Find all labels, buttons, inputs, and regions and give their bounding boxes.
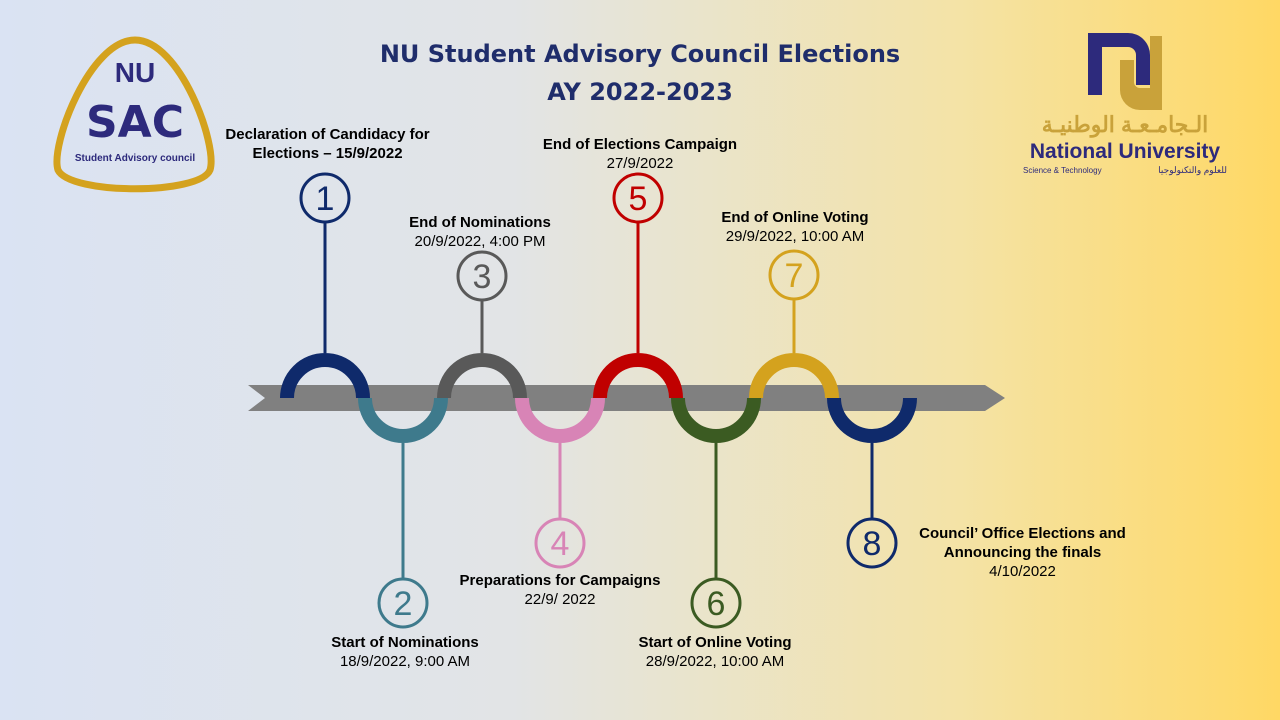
milestone-3-arc — [437, 353, 527, 399]
milestone-3-date: 20/9/2022, 4:00 PM — [414, 233, 546, 250]
nu-name: National University — [1029, 140, 1221, 163]
sac-logo-mark: NU — [114, 57, 156, 88]
sac-logo-subtitle: Student Advisory council — [74, 153, 196, 164]
milestone-8-title: Council’ Office Elections and Announcing… — [919, 525, 1126, 561]
milestone-8-date: 4/10/2022 — [989, 563, 1056, 580]
nu-arabic-name: الـجامـعـة الوطنيـة — [1041, 112, 1209, 137]
milestone-2-number: 2 — [394, 585, 413, 623]
nu-sub-en: Science & Technology — [1023, 166, 1102, 175]
milestone-3-title: End of Nominations — [409, 214, 551, 231]
national-university-logo: الـجامـعـة الوطنيـة National University … — [1015, 30, 1235, 180]
milestone-1-arc — [280, 353, 370, 399]
milestone-4-number: 4 — [551, 525, 570, 563]
milestone-6-title: Start of Online Voting — [638, 634, 792, 651]
milestone-4-circle — [534, 517, 586, 569]
milestone-5-number: 5 — [629, 180, 648, 218]
nu-mark-icon — [1088, 33, 1162, 110]
milestone-1-circle — [299, 172, 351, 224]
milestone-1-number: 1 — [316, 180, 335, 218]
milestone-7-number: 7 — [785, 257, 804, 295]
milestone-5-date: 27/9/2022 — [606, 155, 674, 172]
milestone-4-date: 22/9/ 2022 — [524, 591, 596, 608]
milestone-8-number: 8 — [863, 525, 882, 563]
milestone-5-title: End of Elections Campaign — [542, 136, 738, 153]
milestone-2-arc — [358, 397, 448, 443]
milestone-6-circle — [690, 577, 742, 629]
milestone-4-title: Preparations for Campaigns — [459, 572, 661, 589]
milestone-7-circle — [768, 249, 820, 301]
title-line1: NU Student Advisory Council Elections — [379, 40, 901, 68]
milestone-6-number: 6 — [707, 585, 726, 623]
milestone-7-title: End of Online Voting — [721, 209, 869, 226]
milestone-3-circle — [456, 250, 508, 302]
milestone-8-circle — [846, 517, 898, 569]
milestone-5-arc — [593, 353, 683, 399]
sac-logo-text: SAC — [85, 97, 185, 148]
milestone-8-arc — [827, 397, 917, 443]
milestone-4-arc — [515, 397, 605, 443]
milestone-3-number: 3 — [473, 258, 492, 296]
milestone-2-date: 18/9/2022, 9:00 AM — [339, 653, 471, 670]
milestone-7-arc — [749, 353, 839, 399]
milestone-1-title: Declaration of Candidacy for Elections –… — [225, 126, 430, 162]
milestone-6-date: 28/9/2022, 10:00 AM — [645, 653, 785, 670]
title-line2: AY 2022-2023 — [547, 78, 733, 106]
milestone-5-circle — [612, 172, 664, 224]
milestone-2-circle — [377, 577, 429, 629]
sac-logo-ring — [53, 36, 215, 193]
milestone-7-date: 29/9/2022, 10:00 AM — [725, 228, 865, 245]
sac-logo: NU SAC Student Advisory council — [50, 35, 220, 195]
milestone-6-arc — [671, 397, 761, 443]
milestone-2-title: Start of Nominations — [331, 634, 479, 651]
nu-sub-ar: للعلوم والتكنولوجيا — [1158, 165, 1227, 175]
timeline-arrow — [248, 385, 1005, 411]
